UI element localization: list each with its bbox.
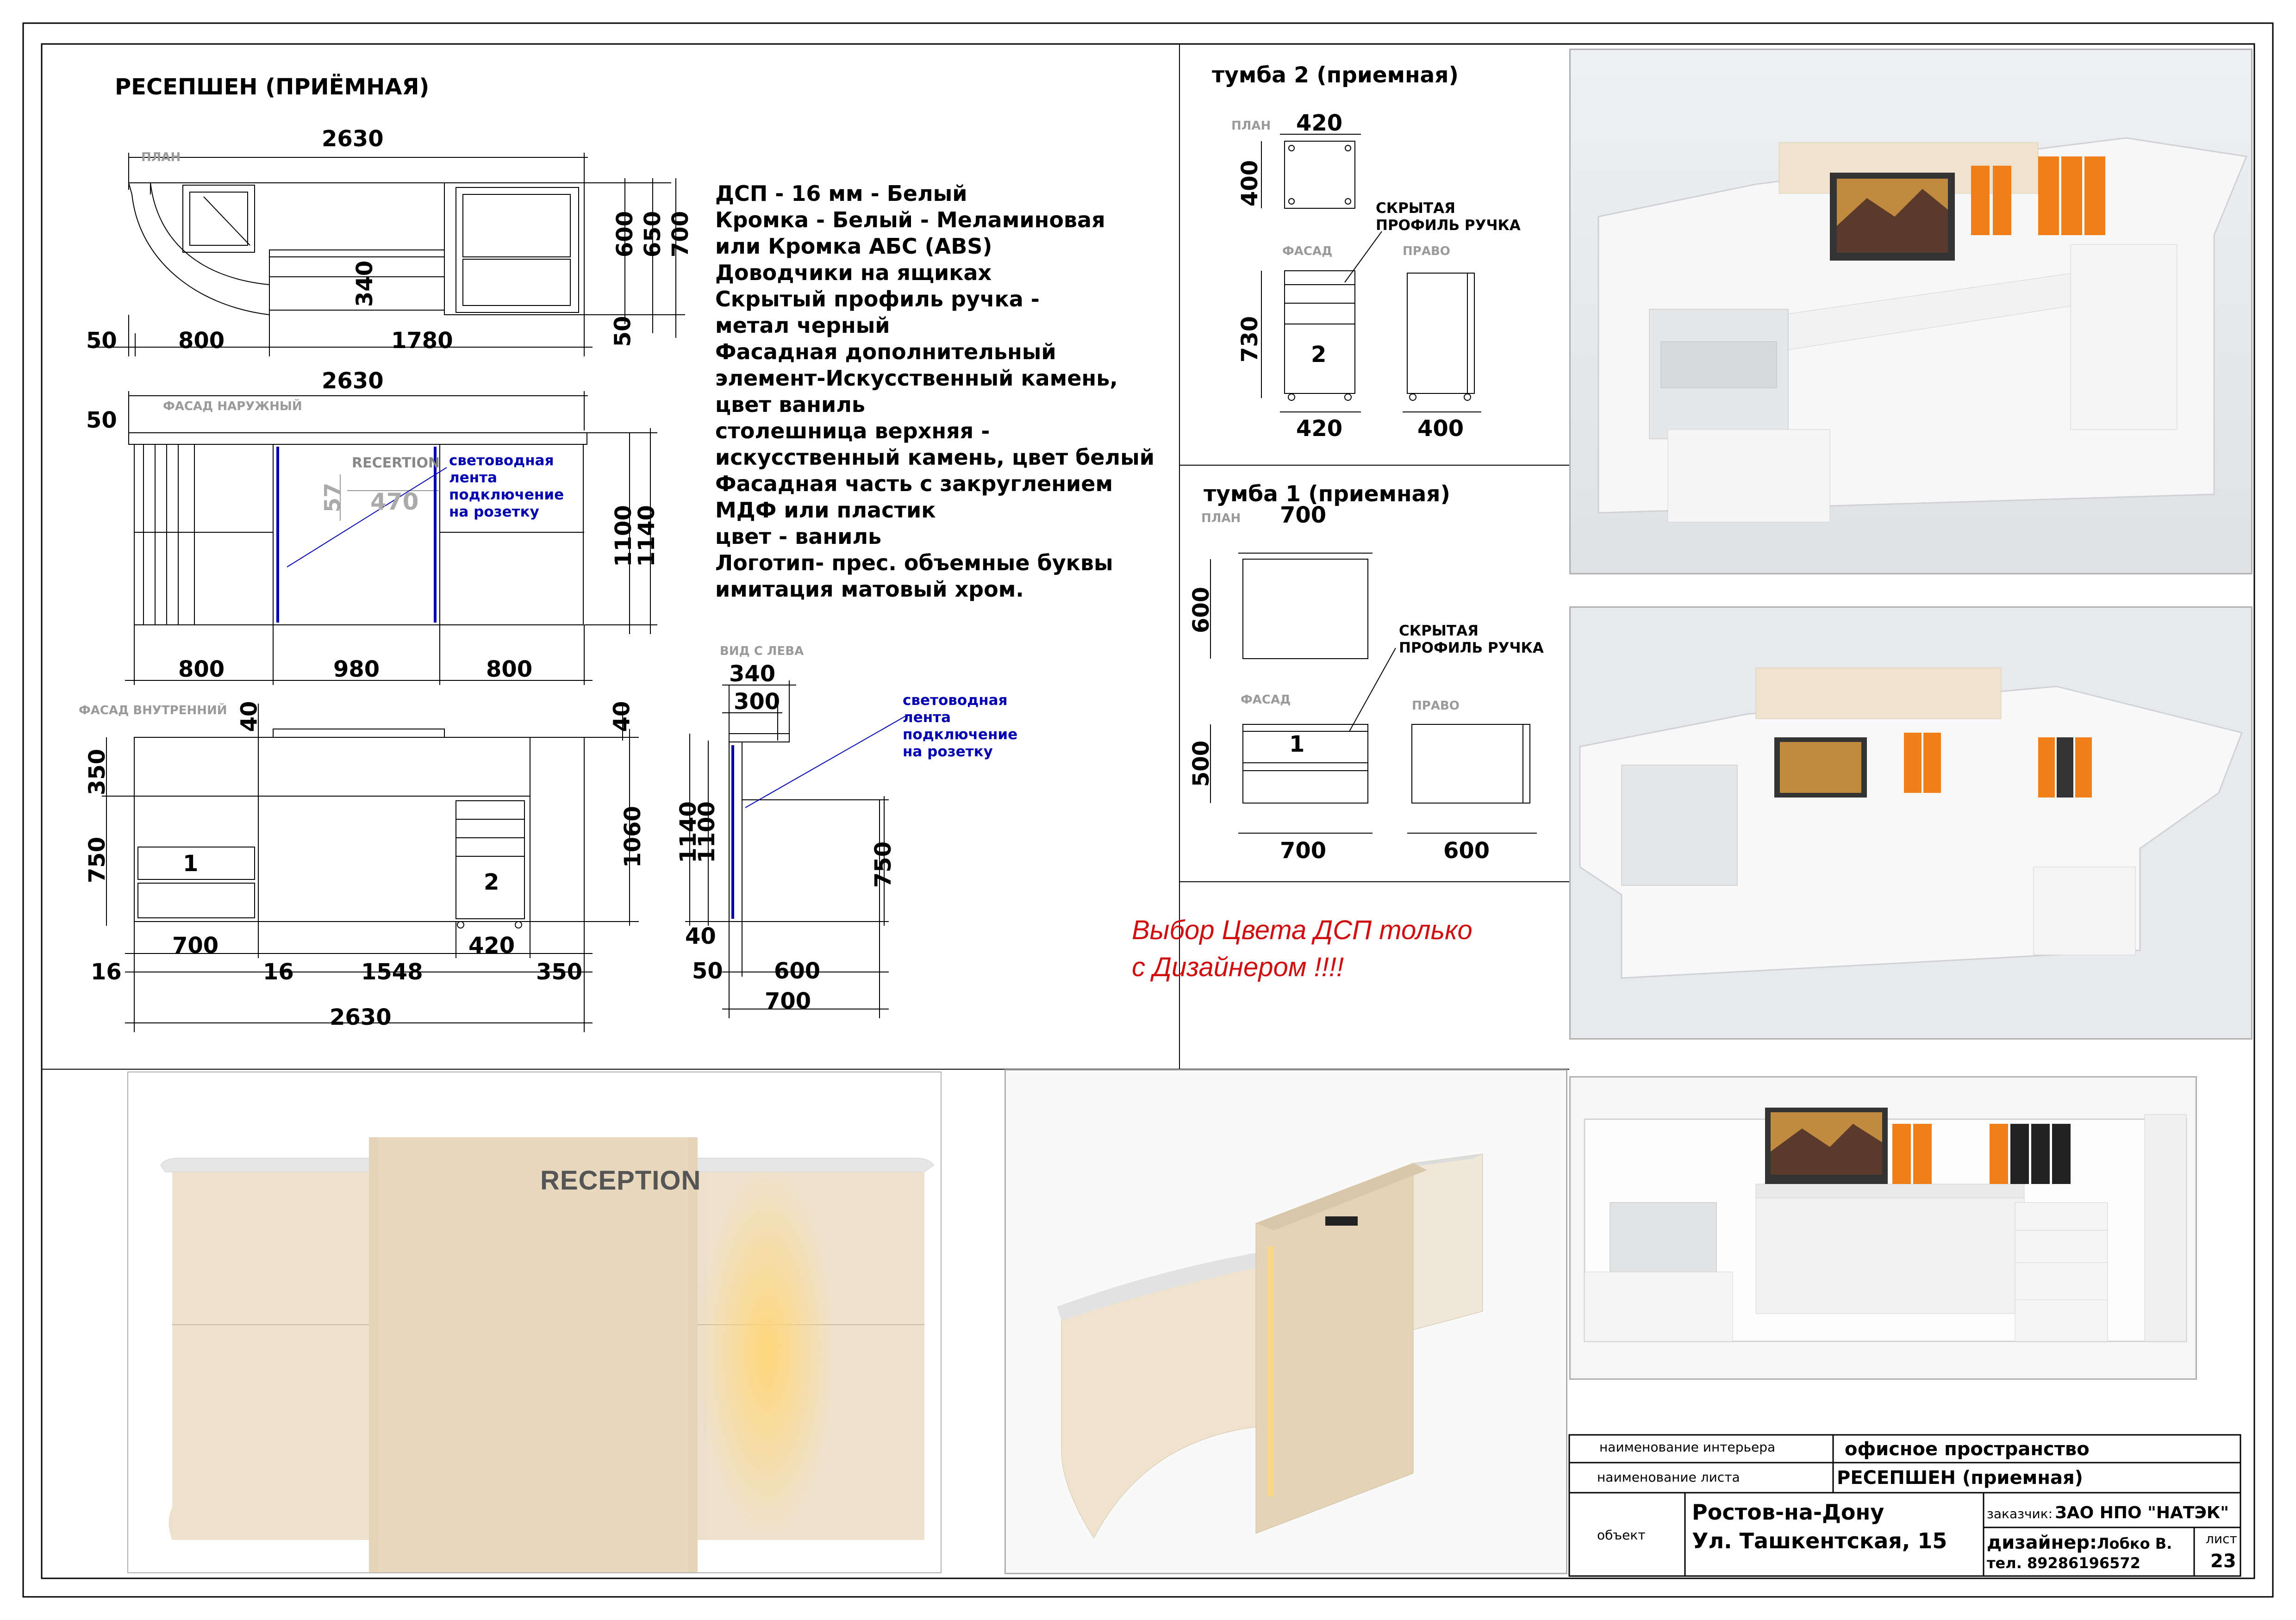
- spec-line: МДФ или пластик: [715, 498, 936, 523]
- plan-dim-2630: 2630: [322, 126, 384, 152]
- spec-line: элемент-Искусственный камень,: [715, 366, 1118, 391]
- inner-dim-1548: 1548: [361, 959, 423, 985]
- tb-interior-value: офисное пространство: [1845, 1439, 2090, 1460]
- render-workspace-front: [1569, 1076, 2197, 1380]
- tumba2-right-label: ПРАВО: [1403, 244, 1450, 258]
- front-dim-2630: 2630: [322, 368, 384, 394]
- side-dim-50: 50: [692, 958, 723, 984]
- tumba1-dim-700-top: 700: [1280, 502, 1327, 528]
- render-reception-front: RECEPTION: [127, 1072, 942, 1573]
- outer-facade-label: ФАСАД НАРУЖНЫЙ: [163, 399, 302, 413]
- drawing-title: РЕСЕПШЕН (ПРИЁМНАЯ): [115, 74, 430, 100]
- inner-facade-label: ФАСАД ВНУТРЕННИЙ: [79, 704, 227, 717]
- front-logo-text: RECERTION: [352, 455, 440, 471]
- tumba2-dim-420: 420: [1296, 416, 1343, 442]
- inner-dim-350b: 350: [536, 959, 583, 985]
- render-workspace-mid: [1569, 606, 2252, 1040]
- spec-line: цвет - ваниль: [715, 524, 882, 549]
- tumba2-facade-label: ФАСАД: [1282, 244, 1333, 258]
- tb-designer: дизайнер:Лобко В.: [1987, 1532, 2172, 1553]
- spec-line: Доводчики на ящиках: [715, 260, 992, 285]
- plan-dim-left-50: 50: [86, 328, 117, 354]
- side-dim-340: 340: [729, 661, 776, 687]
- render-reception-sign: RECEPTION: [540, 1165, 701, 1196]
- tb-sheet-no: 23: [2210, 1551, 2236, 1572]
- tumba2-title: тумба 2 (приемная): [1212, 62, 1459, 88]
- front-dim-800a: 800: [178, 656, 225, 682]
- tb-object-label: объект: [1597, 1527, 1646, 1543]
- inner-box-1: 1: [183, 851, 199, 877]
- spec-line: искусственный камень, цвет белый: [715, 445, 1154, 470]
- spec-line: Фасадная часть с закруглением: [715, 471, 1113, 496]
- side-dim-700: 700: [765, 988, 811, 1014]
- tumba2-dim-400-right: 400: [1417, 416, 1464, 442]
- spec-line: метал черный: [715, 313, 890, 338]
- tb-phone: тел. 89286196572: [1987, 1554, 2140, 1572]
- spec-line: Скрытый профиль ручка -: [715, 287, 1040, 312]
- render-reception-angled: [1004, 1069, 1567, 1574]
- spec-line: цвет ваниль: [715, 392, 866, 417]
- tb-sheet-no-label: лист: [2206, 1531, 2237, 1546]
- front-dim-50: 50: [86, 407, 117, 433]
- plan-label: ПЛАН: [141, 150, 181, 164]
- spec-line: или Кромка АБС (ABS): [715, 234, 992, 259]
- tb-sheet-value: РЕСЕПШЕН (приемная): [1837, 1467, 2083, 1489]
- tb-object-line1: Ростов-на-Дону: [1692, 1500, 1884, 1525]
- tb-client: заказчик: ЗАО НПО "НАТЭК": [1987, 1503, 2229, 1522]
- spec-line: ДСП - 16 мм - Белый: [715, 181, 967, 206]
- inner-dim-420: 420: [468, 933, 515, 959]
- designer-color-note: Выбор Цвета ДСП только с Дизайнером !!!!: [1132, 915, 1472, 982]
- side-view-label: ВИД С ЛЕВА: [720, 644, 804, 658]
- plan-dim-1780: 1780: [391, 328, 453, 354]
- tumba1-title: тумба 1 (приемная): [1204, 481, 1450, 507]
- tumba2-dim-420-top: 420: [1296, 110, 1343, 136]
- tumba1-facade-label: ФАСАД: [1241, 693, 1291, 707]
- tb-sheet-label: наименование листа: [1597, 1470, 1740, 1485]
- front-dim-980: 980: [333, 656, 380, 682]
- spec-line: имитация матовый хром.: [715, 577, 1024, 602]
- spec-line: столешница верхняя -: [715, 418, 990, 443]
- spec-list: ДСП - 16 мм - Белый Кромка - Белый - Мел…: [715, 181, 1154, 603]
- tb-interior-label: наименование интерьера: [1599, 1439, 1776, 1455]
- tb-object-line2: Ул. Ташкентская, 15: [1692, 1528, 1947, 1553]
- tumba2-plan-label: ПЛАН: [1231, 119, 1271, 133]
- tumba1-box-num: 1: [1289, 731, 1305, 757]
- inner-dim-700: 700: [172, 933, 219, 959]
- spec-line: Фасадная дополнительный: [715, 339, 1056, 364]
- render-workspace-top: [1569, 49, 2252, 574]
- inner-box-2: 2: [484, 869, 499, 895]
- tumba1-right-label: ПРАВО: [1412, 699, 1460, 713]
- spec-line: Кромка - Белый - Меламиновая: [715, 207, 1105, 232]
- tumba1-dim-700: 700: [1280, 838, 1327, 864]
- side-dim-40: 40: [685, 923, 716, 949]
- plan-dim-800: 800: [178, 328, 225, 354]
- side-dim-300: 300: [734, 689, 780, 715]
- front-dim-800b: 800: [486, 656, 533, 682]
- tumba1-dim-600-right: 600: [1443, 838, 1490, 864]
- inner-dim-16b: 16: [263, 959, 294, 985]
- front-dim-470: 470: [370, 488, 419, 515]
- inner-dim-2630: 2630: [330, 1004, 392, 1030]
- tumba2-box-num: 2: [1311, 342, 1327, 368]
- tumba1-plan-label: ПЛАН: [1201, 511, 1241, 525]
- spec-line: Логотип- прес. объемные буквы: [715, 550, 1113, 575]
- inner-dim-16a: 16: [91, 959, 122, 985]
- side-dim-600: 600: [774, 958, 821, 984]
